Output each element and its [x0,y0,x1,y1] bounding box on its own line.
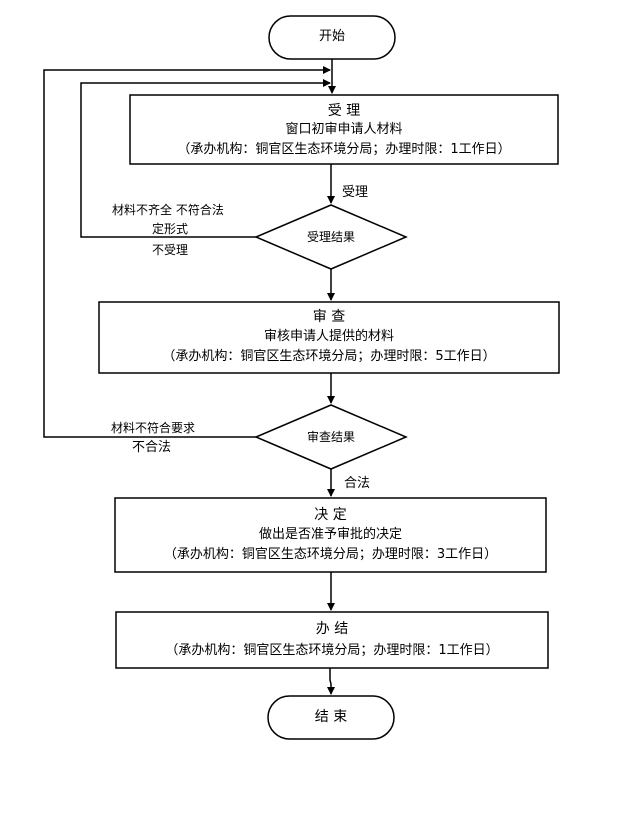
start-label: 开始 [318,29,345,44]
loop-back-noncompliant [43,66,331,438]
decision-title: 决 定 [314,507,347,523]
end-terminal [267,695,395,740]
decision-box [114,497,547,573]
complete-title: 办 结 [315,621,349,637]
decision-description: 做出是否准予审批的决定 [258,527,402,542]
loop-back-not-accepted [80,79,331,238]
edge-label-not-accepted: 不受理 [152,243,189,257]
accept-description: 窗口初审申请人材料 [285,122,403,137]
accept-info: （承办机构：铜官区生态环境分局；办理时限：1工作日） [177,142,511,157]
connector-complete-to-end [327,668,335,695]
edge-label-legal: 合法 [344,476,371,491]
end-label: 结 束 [314,709,348,725]
edge-label-incomplete-line2: 定形式 [152,222,189,236]
edge-label-incomplete-line1: 材料不齐全 不符合法 [112,203,224,217]
complete-box [115,611,549,669]
accept-title: 受 理 [327,103,361,119]
review-info: （承办机构：铜官区生态环境分局；办理时限：5工作日） [162,349,496,364]
edge-label-accepted: 受理 [342,185,369,200]
decision-info: （承办机构：铜官区生态环境分局；办理时限：3工作日） [163,547,498,562]
review-title: 审 查 [312,309,346,325]
accept-result-label: 受理结果 [306,230,355,244]
accept-box [129,94,559,165]
review-result-label: 审查结果 [306,430,355,444]
edge-label-noncompliant-line1: 材料不符合要求 [111,421,196,435]
review-description: 审核申请人提供的材料 [263,329,394,344]
edge-label-noncompliant-line2: 不合法 [132,440,172,455]
review-box [98,301,560,374]
complete-info: （承办机构：铜官区生态环境分局；办理时限：1工作日） [165,643,499,658]
